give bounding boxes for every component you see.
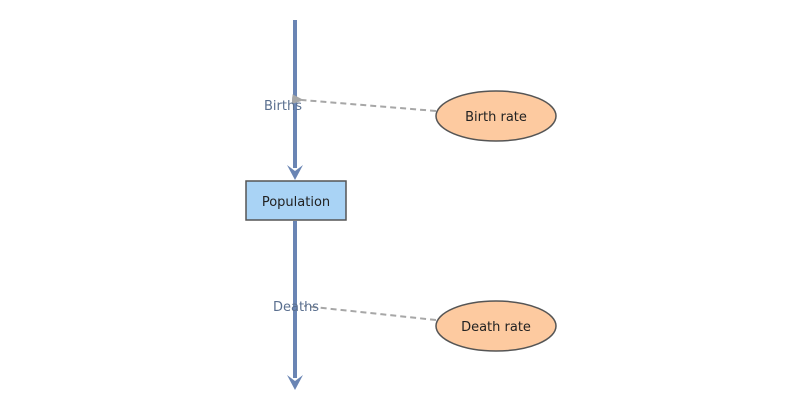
birth-rate-link bbox=[291, 94, 437, 112]
death-rate-label: Death rate bbox=[461, 320, 531, 335]
births-flow-label: Births bbox=[264, 99, 302, 114]
population-stock-box bbox=[245, 180, 347, 221]
deaths-flow-label: Deaths bbox=[273, 300, 319, 315]
population-stock-label: Population bbox=[262, 195, 330, 210]
births-flow-arrowhead bbox=[287, 165, 303, 180]
birth-rate-label: Birth rate bbox=[465, 110, 527, 125]
deaths-flow-arrowhead bbox=[287, 375, 303, 390]
death-rate-converter bbox=[435, 300, 557, 352]
birth-rate-converter bbox=[435, 90, 557, 142]
death-rate-link bbox=[303, 305, 437, 321]
